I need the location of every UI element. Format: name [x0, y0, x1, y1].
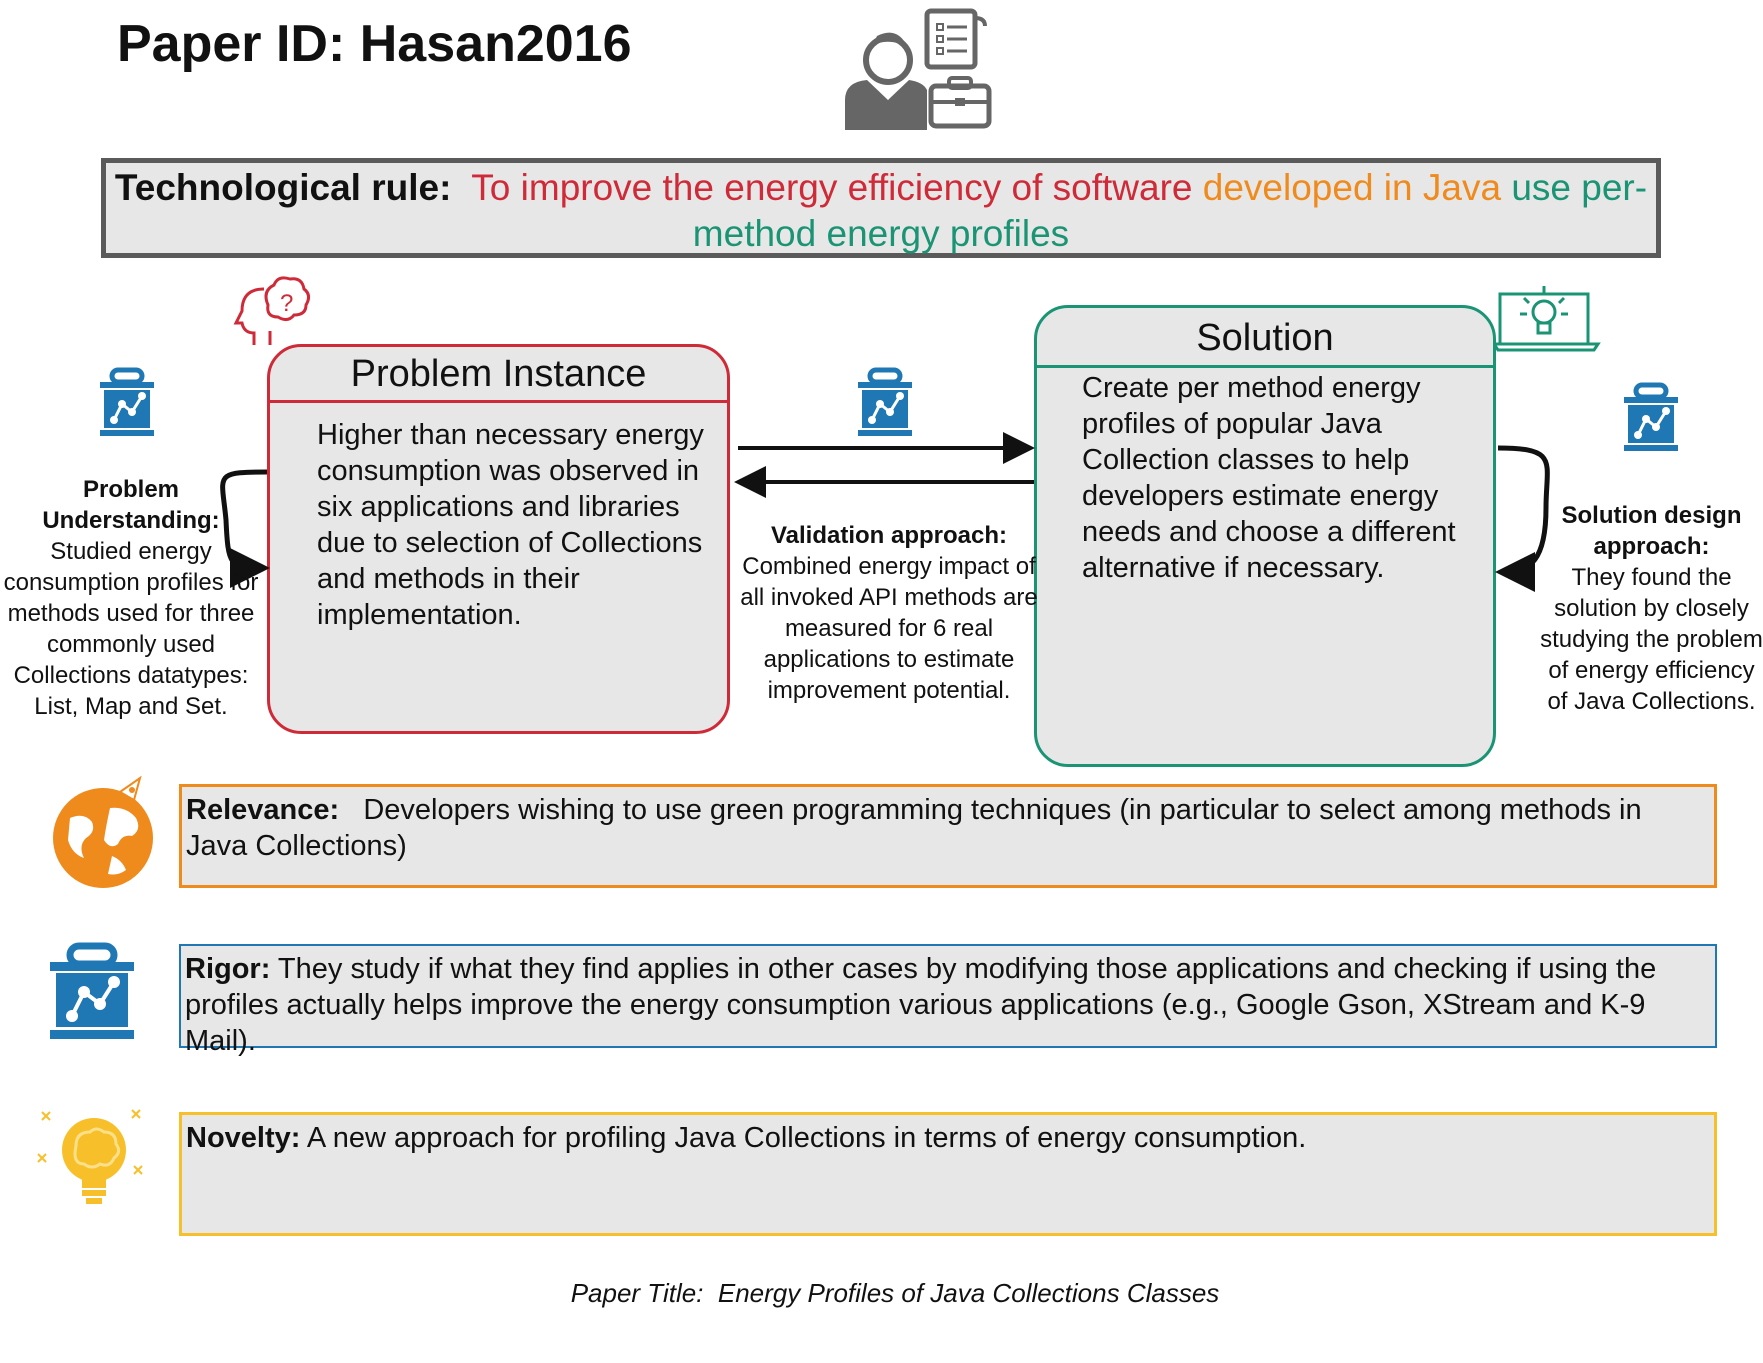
validation-approach-text: Combined energy impact of all invoked AP… [740, 553, 1038, 704]
novelty-box: Novelty: A new approach for profiling Ja… [179, 1112, 1717, 1236]
brain-lightbulb-icon [37, 1109, 143, 1204]
arrow-solution-design-loop [1495, 445, 1550, 592]
solution-title: Solution [1037, 308, 1493, 368]
lightbulb-laptop-icon [1491, 286, 1601, 352]
rigor-chart-icon-right [1624, 382, 1678, 451]
paper-title-label: Paper Title: [570, 1278, 704, 1308]
technological-rule-label: Technological rule: [114, 167, 452, 208]
validation-approach-note: Validation approach: Combined energy imp… [740, 520, 1038, 706]
problem-instance-text: Higher than necessary energy consumption… [317, 419, 704, 631]
globe-rocket-icon [53, 775, 153, 888]
solution-design-label: Solution design approach: [1561, 502, 1742, 560]
svg-text:?: ? [280, 290, 293, 317]
problem-understanding-text: Studied energy consumption profiles for … [3, 538, 259, 720]
paper-id-label: Paper ID: [117, 15, 346, 73]
rigor-chart-icon [50, 942, 134, 1039]
rigor-label: Rigor: [185, 953, 271, 985]
solution-design-text: They found the solution by closely study… [1540, 564, 1763, 715]
problem-instance-title: Problem Instance [270, 347, 727, 403]
rigor-text: They study if what they find applies in … [185, 953, 1657, 1057]
validation-approach-label: Validation approach: [770, 522, 1008, 549]
relevance-box: Relevance: Developers wishing to use gre… [179, 784, 1717, 888]
problem-understanding-label: Problem Understanding: [42, 476, 220, 534]
paper-title-value: Energy Profiles of Java Collections Clas… [717, 1278, 1220, 1308]
arrow-problem-understanding-loop [220, 469, 270, 588]
paper-id-title: Paper ID: Hasan2016 [117, 14, 632, 74]
problem-understanding-note: Problem Understanding: Studied energy co… [0, 474, 262, 722]
technological-rule-box: Technological rule: To improve the energ… [101, 158, 1661, 258]
solution-design-note: Solution design approach: They found the… [1540, 500, 1763, 717]
technological-rule-context: developed in Java [1202, 167, 1502, 208]
rigor-chart-icon-left [100, 367, 154, 436]
rigor-chart-icon-center [858, 367, 912, 436]
technological-rule-intervention-prefix: use [1511, 167, 1571, 208]
solution-text: Create per method energy profiles of pop… [1082, 372, 1456, 584]
solution-panel: Solution Create per method energy profil… [1034, 305, 1496, 767]
technological-rule-intervention: per-method energy profiles [692, 167, 1648, 254]
technological-rule-goal: To improve the energy efficiency of soft… [471, 167, 1193, 208]
paper-id-value: Hasan2016 [359, 15, 632, 73]
researcher-briefcase-icon [845, 8, 992, 130]
paper-title: Paper Title: Energy Profiles of Java Col… [0, 1278, 1763, 1309]
relevance-label: Relevance: [186, 794, 340, 826]
relevance-text: Developers wishing to use green programm… [186, 794, 1642, 862]
problem-instance-panel: Problem Instance Higher than necessary e… [267, 344, 730, 734]
thinking-head-icon: ? [233, 276, 311, 345]
novelty-label: Novelty: [186, 1122, 301, 1154]
novelty-text: A new approach for profiling Java Collec… [306, 1122, 1307, 1154]
rigor-box: Rigor: They study if what they find appl… [179, 944, 1717, 1057]
